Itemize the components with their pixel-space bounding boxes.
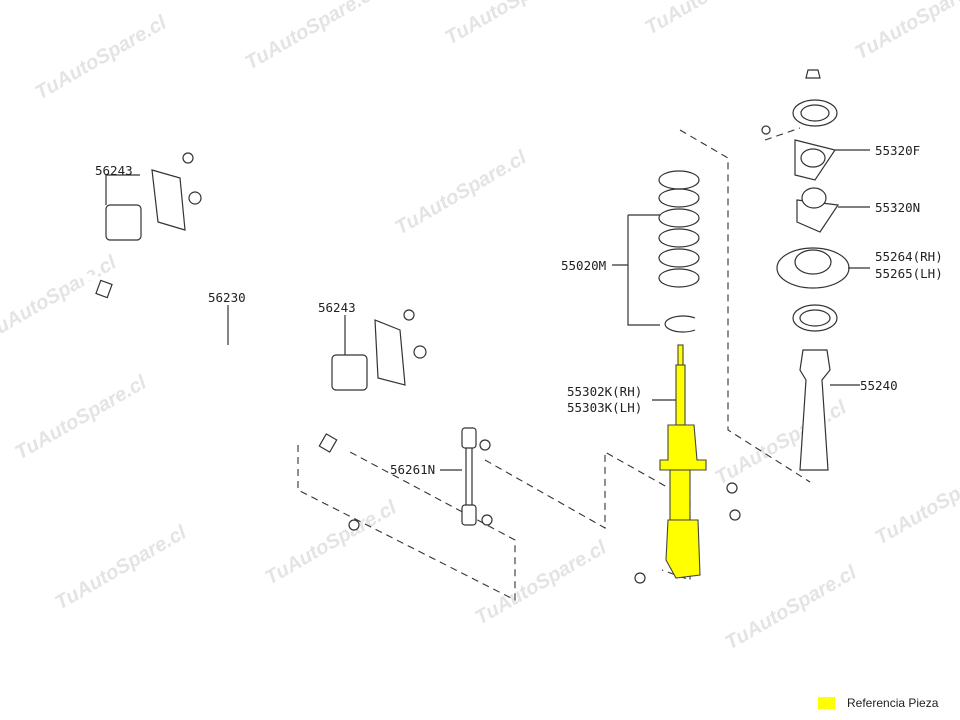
watermark-text: TuAutoSpare.cl — [0, 251, 121, 344]
label-55302K: 55302K(RH) — [567, 384, 642, 399]
watermark-text: TuAutoSpare.cl — [242, 0, 381, 74]
bushing-lower — [227, 305, 427, 391]
bushing-upper — [105, 152, 202, 241]
legend-swatch — [818, 697, 835, 709]
assembly-dashed-lines — [297, 127, 811, 601]
label-56261N: 56261N — [390, 462, 435, 477]
label-55265: 55265(LH) — [875, 266, 943, 281]
label-55240: 55240 — [860, 378, 898, 393]
legend: Referencia Pieza — [818, 696, 938, 710]
watermark-text: TuAutoSpare.cl — [262, 496, 401, 589]
strut-mount-parts — [761, 69, 870, 471]
label-56243-lower: 56243 — [318, 300, 356, 315]
watermark-text: TuAutoSpare.cl — [642, 0, 781, 39]
legend-label: Referencia Pieza — [847, 696, 939, 710]
watermark-text: TuAutoSpare.cl — [472, 536, 611, 629]
label-55320N: 55320N — [875, 200, 920, 215]
watermark-text: TuAutoSpare.cl — [442, 0, 581, 49]
label-55320F: 55320F — [875, 143, 920, 158]
watermark-text: TuAutoSpare.cl — [712, 396, 851, 489]
watermark-text: TuAutoSpare.cl — [12, 371, 151, 464]
watermark-text: TuAutoSpare.cl — [852, 0, 960, 64]
label-56243-upper: 56243 — [95, 163, 133, 178]
watermark-text: TuAutoSpare.cl — [722, 561, 861, 654]
watermark-text: TuAutoSpare.cl — [392, 146, 531, 239]
label-55020M: 55020M — [561, 258, 606, 273]
strut-assembly-highlighted — [634, 344, 741, 584]
stabilizer-bar — [19, 266, 352, 503]
watermark-text: TuAutoSpare.cl — [872, 456, 960, 549]
bar-nut — [348, 519, 360, 531]
watermark-text: TuAutoSpare.cl — [52, 521, 191, 614]
label-55264: 55264(RH) — [875, 249, 943, 264]
label-56230: 56230 — [208, 290, 246, 305]
label-55303K: 55303K(LH) — [567, 400, 642, 415]
watermark-text: TuAutoSpare.cl — [32, 11, 171, 104]
coil-spring — [612, 170, 700, 333]
stabilizer-link — [440, 427, 493, 526]
